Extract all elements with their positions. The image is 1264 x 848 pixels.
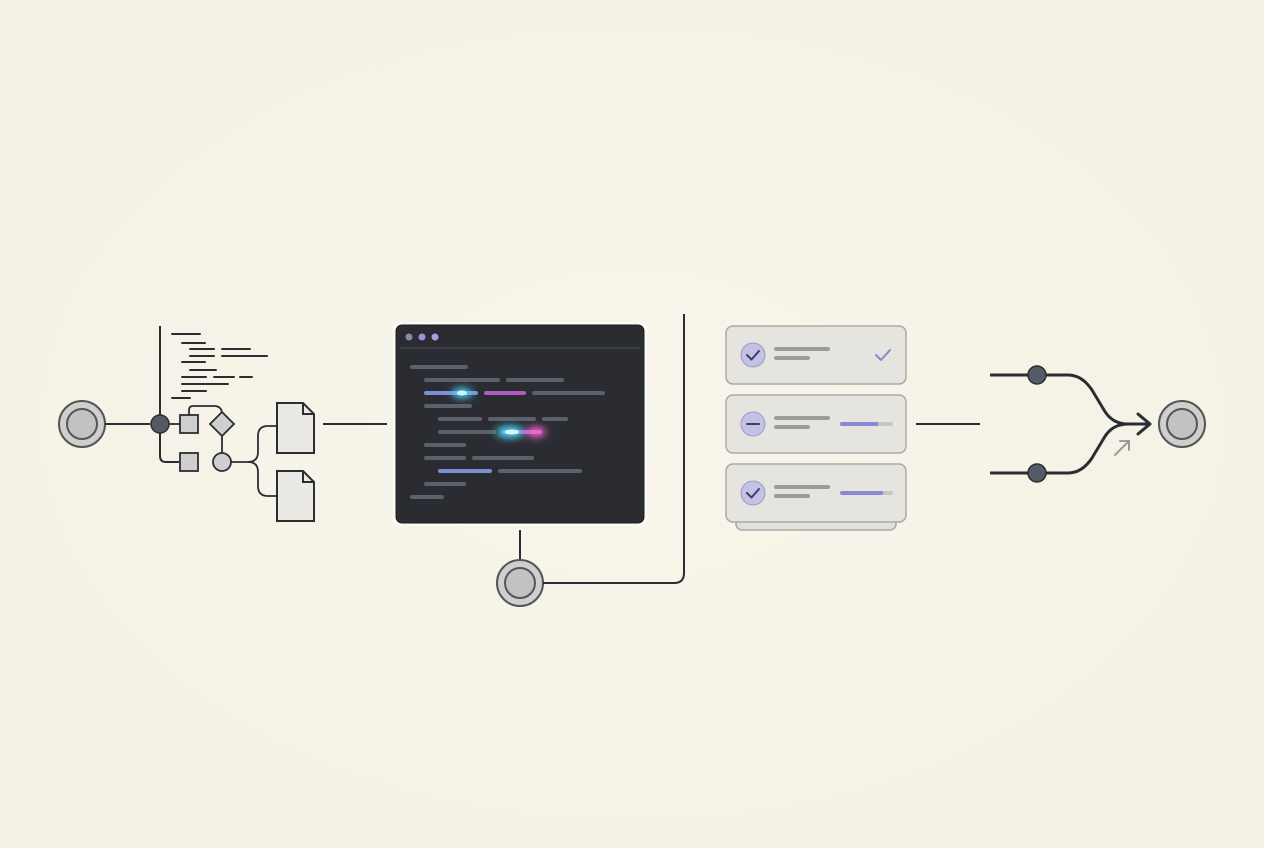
status-badge [740, 480, 766, 506]
check-icon [746, 488, 760, 499]
sink-node [1158, 400, 1206, 448]
status-badge [740, 342, 766, 368]
code-editor-window [393, 322, 647, 526]
trunk-line [159, 326, 179, 463]
check-icon [746, 350, 760, 361]
outline-lines [171, 333, 268, 399]
merge-stage [990, 365, 1206, 483]
document-icon [276, 402, 315, 454]
editor-output-node [496, 559, 544, 607]
check-icon [875, 349, 891, 361]
status-badge [740, 411, 766, 437]
cursor-glow [452, 388, 546, 438]
check-card [725, 463, 907, 523]
merge-line [990, 422, 1129, 475]
flowchart-icon [169, 405, 277, 497]
check-card [725, 394, 907, 454]
check-card [725, 325, 907, 385]
window-dot [431, 333, 439, 341]
window-dot [418, 333, 426, 341]
junction-dot [150, 414, 170, 434]
source-node [58, 400, 106, 448]
arrow-right-icon [1136, 412, 1152, 436]
document-icon [276, 470, 315, 522]
window-controls [405, 333, 439, 341]
arrow-up-right-icon [1114, 440, 1130, 456]
junction-dot [1027, 463, 1047, 483]
window-dot [405, 333, 413, 341]
return-line [543, 314, 685, 584]
junction-dot [1027, 365, 1047, 385]
source-stage [58, 326, 315, 522]
code-lines [410, 365, 605, 499]
check-list [725, 325, 907, 531]
